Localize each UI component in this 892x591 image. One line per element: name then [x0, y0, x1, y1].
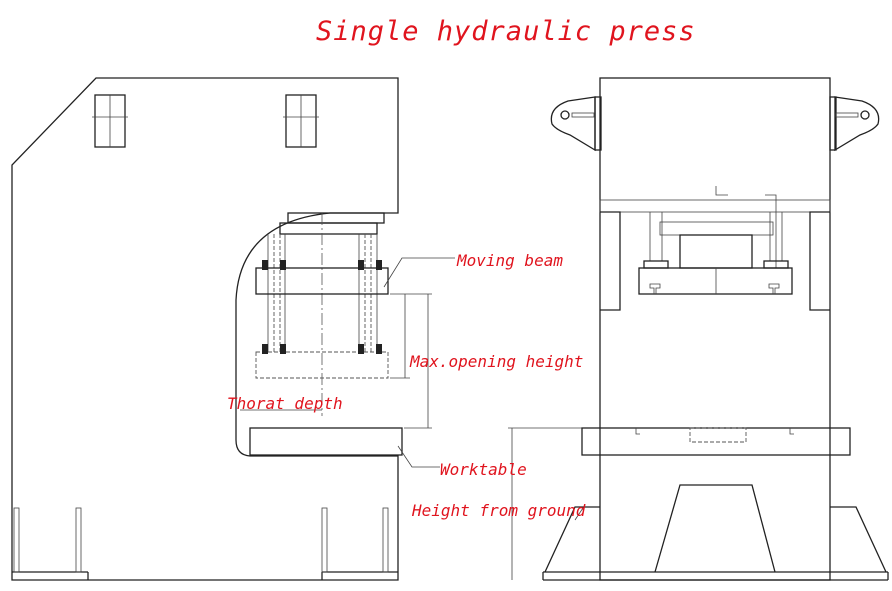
label-max-opening-height: Max.opening height [410, 352, 584, 371]
dimension-lines [240, 257, 586, 580]
side-view-frame [11, 77, 399, 581]
front-slide [638, 212, 793, 295]
side-worktable [249, 427, 403, 456]
label-height-from-ground: Height from ground [412, 501, 586, 520]
label-moving-beam: Moving beam [457, 251, 563, 270]
drawing-title: Single hydraulic press [316, 16, 696, 47]
side-view-cylinder [267, 212, 385, 416]
front-view-frame [599, 77, 831, 581]
label-throat-depth: Thorat depth [227, 394, 343, 413]
front-base [542, 484, 889, 581]
front-worktable [581, 427, 851, 456]
label-worktable: Worktable [440, 460, 527, 479]
side-view-lifting-lugs [92, 94, 319, 148]
front-view-lifting-ears [550, 96, 880, 152]
